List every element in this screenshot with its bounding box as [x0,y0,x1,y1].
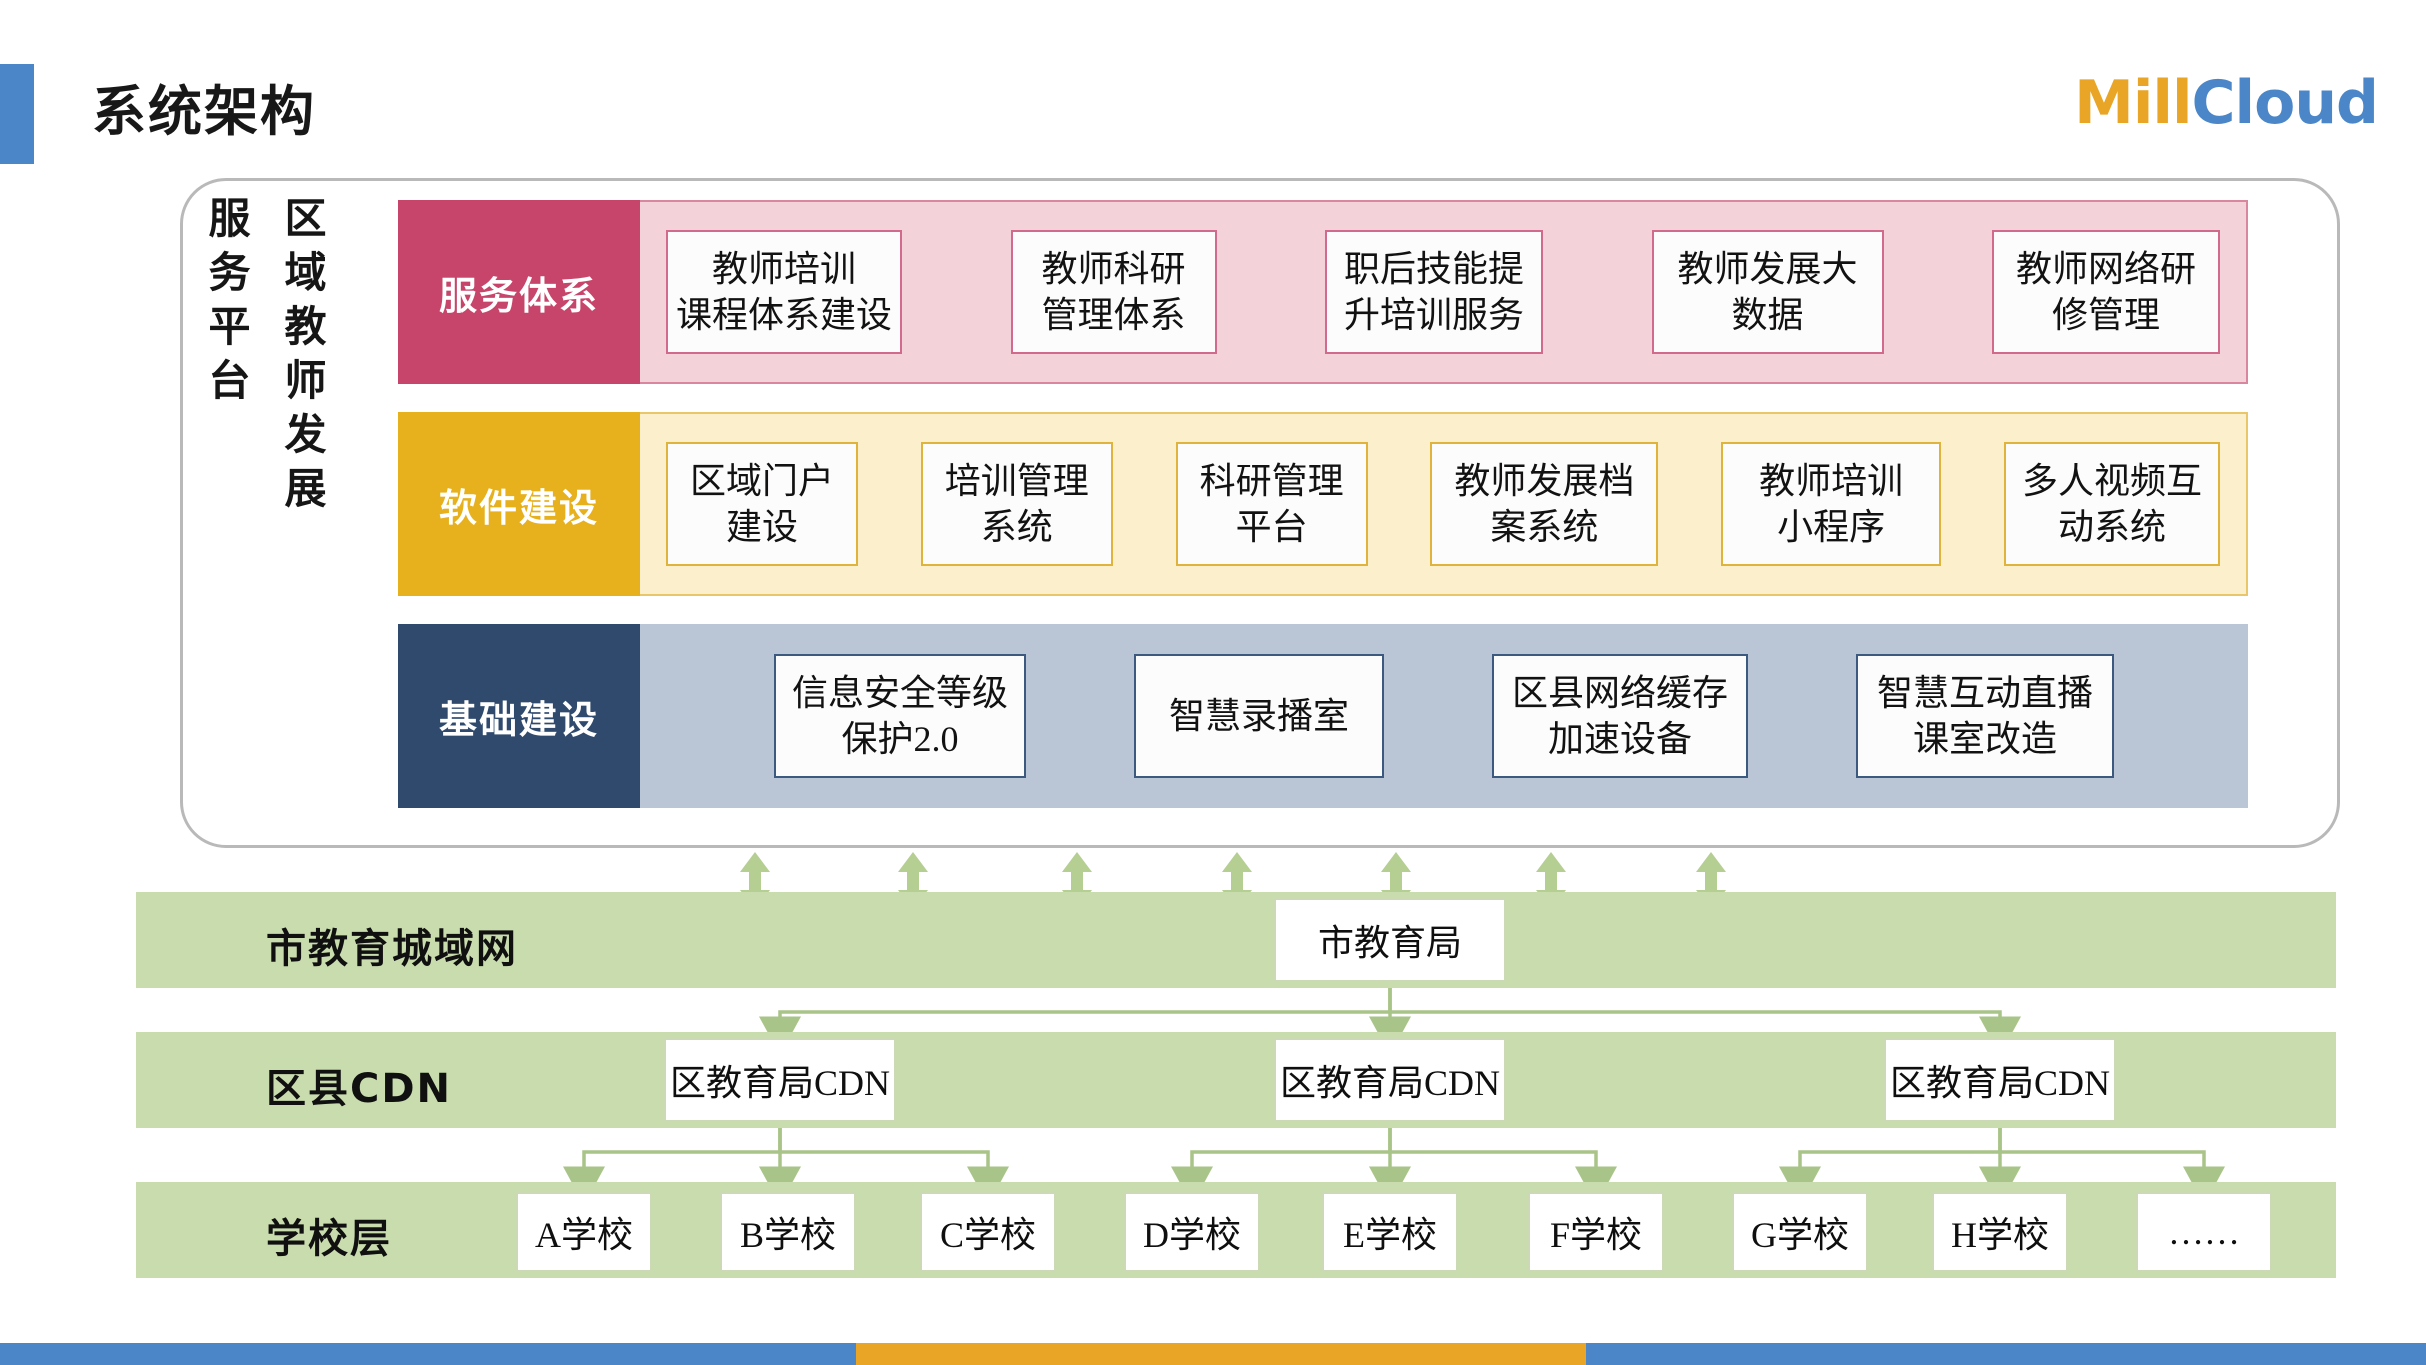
infra-cell-3[interactable]: 区县网络缓存 加速设备 [1492,654,1748,778]
service-cell-5[interactable]: 教师网络研 修管理 [1992,230,2220,354]
band-label-school-layer: 学校层 [266,1216,392,1262]
layer-head-infrastructure: 基础建设 [398,624,640,808]
node-city-bureau[interactable]: 市教育局 [1274,898,1506,982]
layer-row-software: 软件建设 区域门户 建设 培训管理 系统 科研管理 平台 教师发展档 案系统 教… [398,412,2248,596]
footer-accent-bar [856,1343,1586,1365]
software-cell-1[interactable]: 区域门户 建设 [666,442,858,566]
software-cell-4[interactable]: 教师发展档 案系统 [1430,442,1659,566]
brand-logo-cloud: Cloud [2191,68,2379,138]
service-cell-4[interactable]: 教师发展大 数据 [1651,230,1884,354]
node-district-cdn-3[interactable]: 区教育局CDN [1884,1038,2116,1122]
node-school-b[interactable]: B学校 [720,1192,856,1272]
service-cell-1[interactable]: 教师培训 课程体系建设 [666,230,902,354]
software-cell-3[interactable]: 科研管理 平台 [1175,442,1368,566]
band-label-county-cdn: 区县CDN [266,1066,453,1112]
brand-logo-mill: Mill [2074,68,2192,138]
node-school-g[interactable]: G学校 [1732,1192,1868,1272]
node-school-d[interactable]: D学校 [1124,1192,1260,1272]
node-school-h[interactable]: H学校 [1932,1192,2068,1272]
layer-body-infrastructure: 信息安全等级 保护2.0 智慧录播室 区县网络缓存 加速设备 智慧互动直播 课室… [640,624,2248,808]
brand-logo: MillCloud [2074,68,2379,138]
service-cell-3[interactable]: 职后技能提 升培训服务 [1325,230,1543,354]
software-cell-6[interactable]: 多人视频互 动系统 [2003,442,2220,566]
layer-body-software: 区域门户 建设 培训管理 系统 科研管理 平台 教师发展档 案系统 教师培训 小… [640,412,2248,596]
layer-row-infrastructure: 基础建设 信息安全等级 保护2.0 智慧录播室 区县网络缓存 加速设备 智慧互动… [398,624,2248,808]
page-title: 系统架构 [92,80,316,143]
node-district-cdn-1[interactable]: 区教育局CDN [664,1038,896,1122]
layer-head-software: 软件建设 [398,412,640,596]
layer-row-service: 服务体系 教师培训 课程体系建设 教师科研 管理体系 职后技能提 升培训服务 教… [398,200,2248,384]
platform-side-label-2: 区域教师发展 [278,196,327,520]
band-city-network [136,892,2336,988]
infra-cell-4[interactable]: 智慧互动直播 课室改造 [1856,654,2114,778]
title-accent-bar [0,64,34,164]
node-school-more[interactable]: …… [2136,1192,2272,1272]
layer-body-service: 教师培训 课程体系建设 教师科研 管理体系 职后技能提 升培训服务 教师发展大 … [640,200,2248,384]
layer-head-service: 服务体系 [398,200,640,384]
platform-side-label-1: 服务平台 [202,196,251,412]
infra-cell-2[interactable]: 智慧录播室 [1134,654,1384,778]
node-school-f[interactable]: F学校 [1528,1192,1664,1272]
node-school-a[interactable]: A学校 [516,1192,652,1272]
node-school-e[interactable]: E学校 [1322,1192,1458,1272]
infra-cell-1[interactable]: 信息安全等级 保护2.0 [774,654,1026,778]
software-cell-5[interactable]: 教师培训 小程序 [1721,442,1942,566]
node-school-c[interactable]: C学校 [920,1192,1056,1272]
service-cell-2[interactable]: 教师科研 管理体系 [1010,230,1217,354]
software-cell-2[interactable]: 培训管理 系统 [920,442,1113,566]
node-district-cdn-2[interactable]: 区教育局CDN [1274,1038,1506,1122]
band-label-city-network: 市教育城域网 [266,926,518,972]
